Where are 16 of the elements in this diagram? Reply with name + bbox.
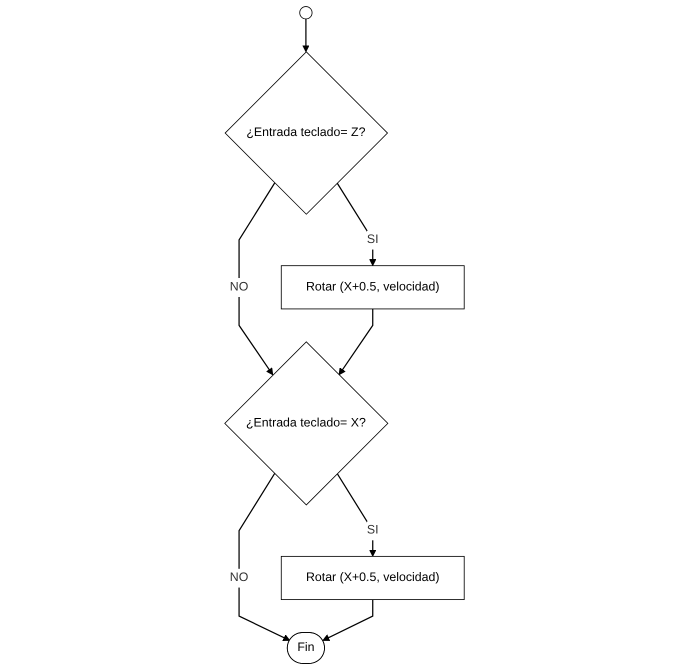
arrow <box>336 182 376 266</box>
node-circle <box>299 6 312 20</box>
edge-label: NO <box>230 280 248 294</box>
arrow <box>238 473 290 641</box>
node-box: Rotar (X+0.5, velocidad) <box>280 556 465 600</box>
arrow <box>238 182 276 376</box>
arrow <box>338 308 374 376</box>
edge-label: SI <box>366 523 379 538</box>
arrow <box>322 600 374 641</box>
node-diamond: ¿Entrada teclado= Z? <box>224 51 388 215</box>
edge-label: SI <box>366 232 379 246</box>
arrow <box>336 473 376 557</box>
node-box: Rotar (X+0.5, velocidad) <box>280 265 465 310</box>
edge-label: NO <box>230 570 248 584</box>
arrow <box>302 18 310 52</box>
node-diamond: ¿Entrada teclado= X? <box>224 341 388 506</box>
